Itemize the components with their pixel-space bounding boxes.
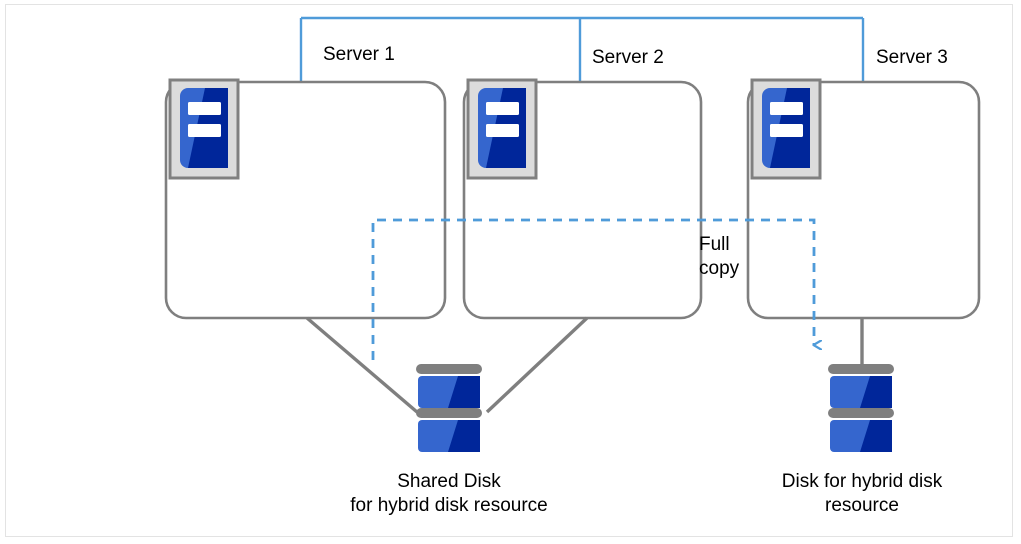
shared-disk-connectors [305, 316, 589, 414]
full-copy-arrow [371, 218, 814, 360]
server-label-3: Server 3 [876, 47, 948, 68]
full-copy-label: Full copy [699, 234, 740, 279]
hybrid-disk-label: Disk for hybrid disk resource [781, 471, 943, 516]
server-label-2: Server 2 [592, 47, 664, 68]
network-bus [299, 16, 865, 83]
server-icon [168, 78, 240, 180]
server-icon [466, 78, 538, 180]
disk-stack-icon [416, 364, 482, 452]
disk-stack-icon [828, 364, 894, 452]
server-icon [750, 78, 822, 180]
server-label-1: Server 1 [323, 44, 395, 65]
shared-disk-label: Shared Disk for hybrid disk resource [350, 471, 548, 516]
